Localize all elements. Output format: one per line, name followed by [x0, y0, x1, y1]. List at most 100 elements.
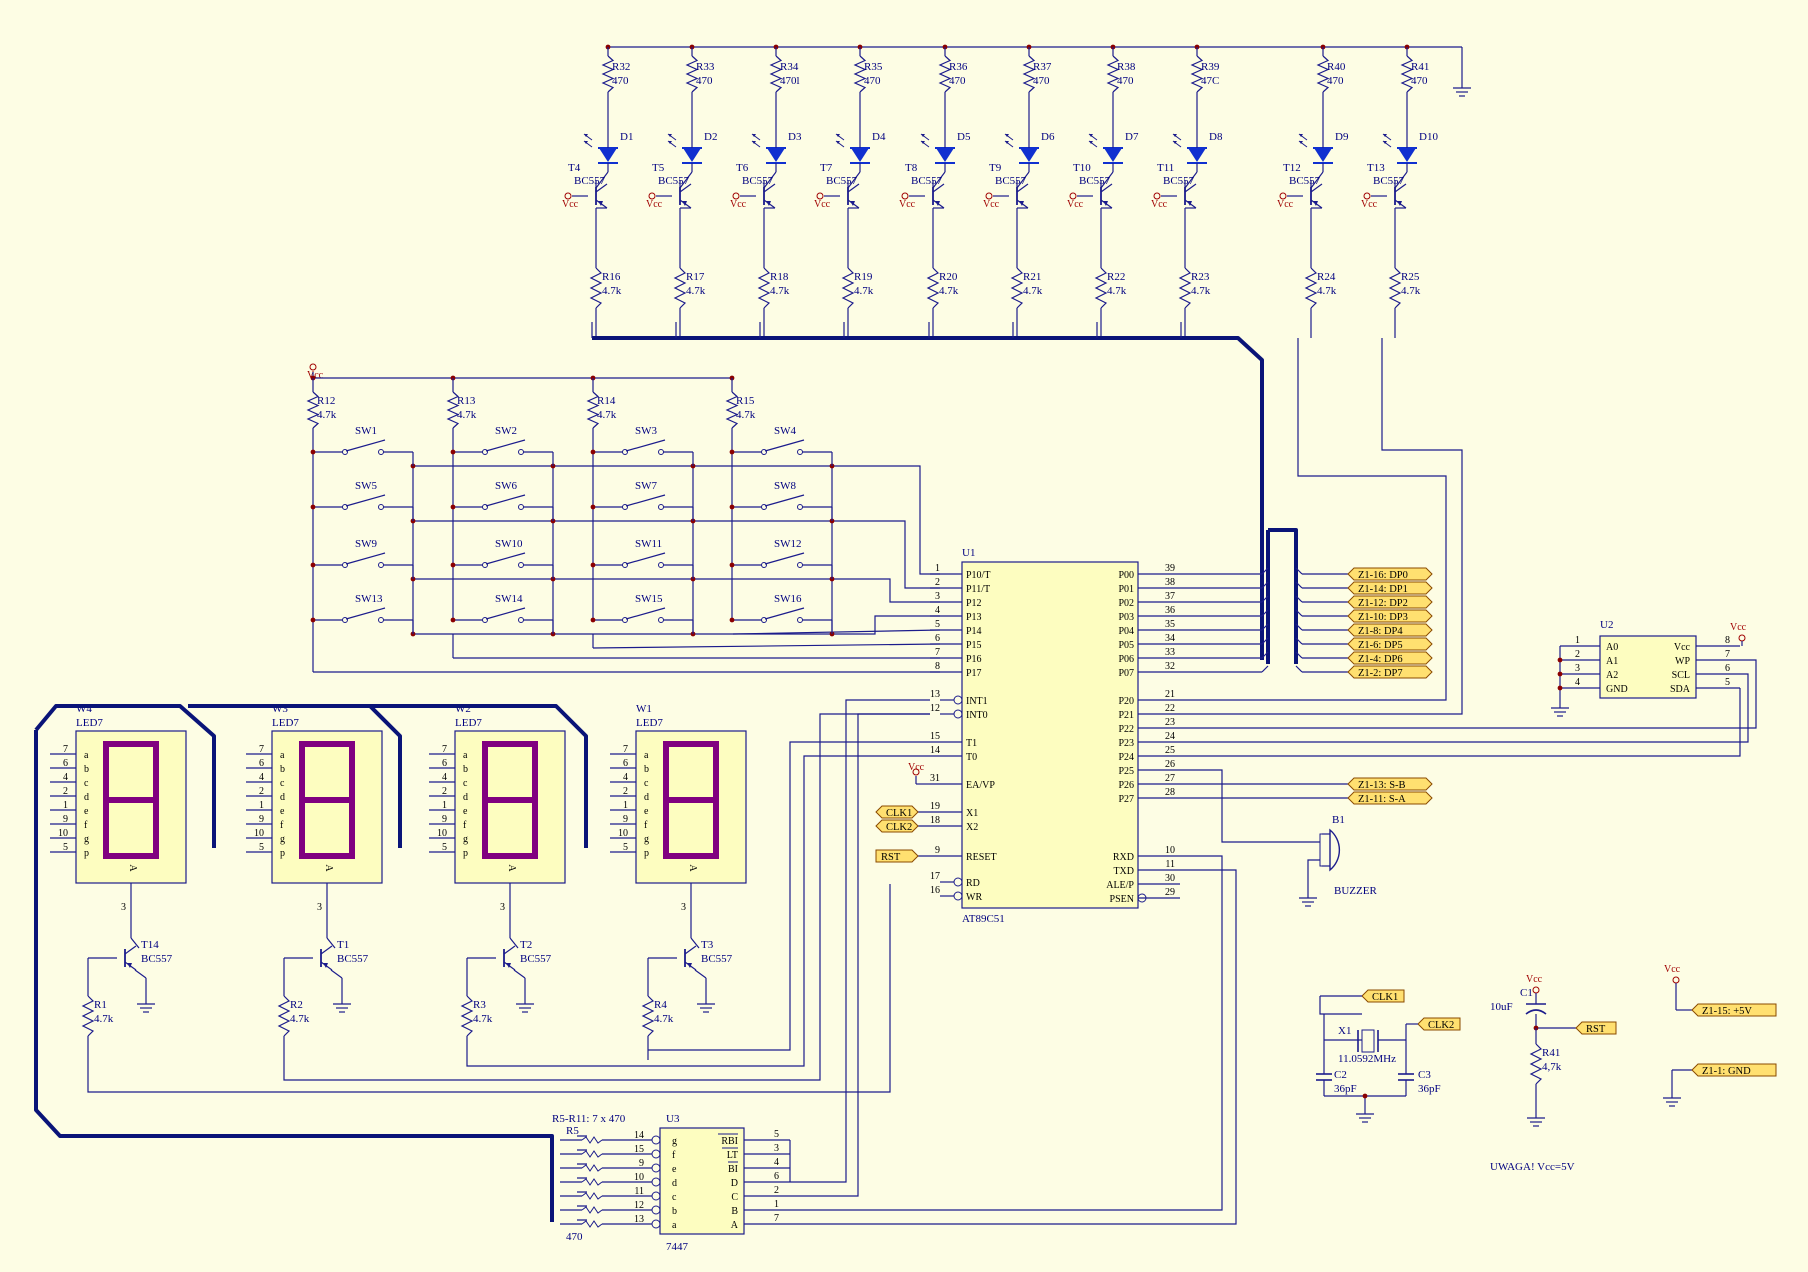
- switch-1: SW1: [310, 425, 416, 469]
- pin-name: P22: [1118, 724, 1134, 735]
- pnp-transistor: [684, 945, 697, 971]
- vcc-symbol: Vcc: [1277, 192, 1294, 210]
- base-resistor-value: 4.7k: [770, 285, 790, 297]
- vcc-symbol: [1738, 634, 1746, 642]
- switch-contact: [622, 504, 628, 510]
- base-resistor-value: 4.7k: [1317, 285, 1337, 297]
- transistor-ref: T5: [652, 162, 665, 174]
- base-resistor-value: 4.7k: [602, 285, 622, 297]
- pin-name: WP: [1675, 656, 1690, 667]
- resistor-symbol: [446, 391, 460, 429]
- vcc-symbol: Vcc: [1151, 192, 1168, 210]
- port-tag: Z1-4: DP6: [1347, 651, 1433, 665]
- vcc-symbol: [1672, 976, 1680, 984]
- resistor-ref: R4: [654, 999, 667, 1011]
- junction-dot: [729, 562, 735, 568]
- pin-number: 1: [63, 800, 68, 811]
- base-resistor-value: 4.7k: [1401, 285, 1421, 297]
- diode-ref: D4: [872, 131, 886, 143]
- pin-name: P06: [1118, 654, 1134, 665]
- base-resistor-value: 4.7k: [939, 285, 959, 297]
- pin-name: P12: [966, 598, 982, 609]
- junction-dot: [590, 617, 596, 623]
- display-body: [454, 730, 566, 884]
- pin-number: 35: [1165, 619, 1175, 630]
- pin-number: 34: [1165, 633, 1175, 644]
- crystal-ref: X1: [1338, 1025, 1351, 1037]
- pin-name: A2: [1606, 670, 1618, 681]
- base-resistor-ref: R19: [854, 271, 873, 283]
- pin-number: 1: [774, 1199, 779, 1210]
- common-pin: 3: [500, 902, 505, 913]
- pin-number: 9: [63, 814, 68, 825]
- u2-ref: U2: [1600, 619, 1613, 631]
- pin-name: g: [672, 1136, 677, 1147]
- display-bus: [34, 704, 588, 1222]
- switch-3: SW3: [590, 425, 696, 469]
- pin-number: 3: [774, 1143, 779, 1154]
- port-tag: Z1-2: DP7: [1347, 665, 1433, 679]
- transistor-ref: T2: [520, 939, 532, 951]
- array-label: R5-R11: 7 x 470: [552, 1113, 626, 1125]
- transistor-type: BC557: [658, 175, 690, 187]
- pin-number: 7: [935, 647, 940, 658]
- switch-contact: [797, 562, 803, 568]
- pin-name: P17: [966, 668, 982, 679]
- segment-label: b: [463, 764, 468, 775]
- port-label: Z1-14: DP1: [1358, 584, 1408, 595]
- segment-label: d: [463, 792, 468, 803]
- pin-number: 14: [634, 1130, 644, 1141]
- pin-number: 10: [254, 828, 264, 839]
- junction-dot: [450, 504, 456, 510]
- transistor-type: BC557: [1289, 175, 1321, 187]
- port-tag: Z1-6: DP5: [1347, 637, 1433, 651]
- pin-number: 17: [930, 871, 940, 882]
- inverted-pin: [1137, 893, 1147, 903]
- inverted-pin: [651, 1177, 661, 1187]
- switch-contact: [482, 504, 488, 510]
- base-resistor-ref: R20: [939, 271, 958, 283]
- switch-contact: [342, 449, 348, 455]
- resistor-value: 470: [1033, 75, 1050, 87]
- switch-11: SW11: [590, 538, 696, 582]
- ground-symbol: [137, 996, 155, 1013]
- seven-segment-digit: [103, 741, 159, 859]
- pin-number: 29: [1165, 887, 1175, 898]
- port-tag: CLK2: [1417, 1017, 1461, 1031]
- pin-number: 33: [1165, 647, 1175, 658]
- pin-number: 22: [1165, 703, 1175, 714]
- switch-ref: SW11: [635, 538, 662, 550]
- switch-contact: [482, 449, 488, 455]
- resistor-ref: R15: [736, 395, 755, 407]
- transistor-ref: T7: [820, 162, 833, 174]
- pin-name: RESET: [966, 852, 997, 863]
- switch-contact: [378, 617, 384, 623]
- pin-number: 5: [935, 619, 940, 630]
- bus-line: [34, 730, 554, 1222]
- switch-contact: [622, 562, 628, 568]
- port-label: Z1-2: DP7: [1358, 668, 1403, 679]
- pin-name: ALE/P: [1106, 880, 1134, 891]
- pin-name: C: [731, 1192, 738, 1203]
- switch-contact: [482, 562, 488, 568]
- ground-symbol: [516, 996, 534, 1013]
- transistor-type: BC557: [520, 953, 552, 965]
- switch-ref: SW14: [495, 593, 523, 605]
- junction-dot: [450, 449, 456, 455]
- transistor-ref: T9: [989, 162, 1002, 174]
- pin-name: P05: [1118, 640, 1134, 651]
- pin-number: 36: [1165, 605, 1175, 616]
- pin-number: 15: [634, 1144, 644, 1155]
- pin-name: P02: [1118, 598, 1134, 609]
- switch-12: SW12: [729, 538, 835, 582]
- segment-label: p: [463, 848, 468, 859]
- switch-contact: [658, 562, 664, 568]
- bus-line: [370, 704, 588, 848]
- pin-number: 26: [1165, 759, 1175, 770]
- u1-ref: U1: [962, 547, 975, 559]
